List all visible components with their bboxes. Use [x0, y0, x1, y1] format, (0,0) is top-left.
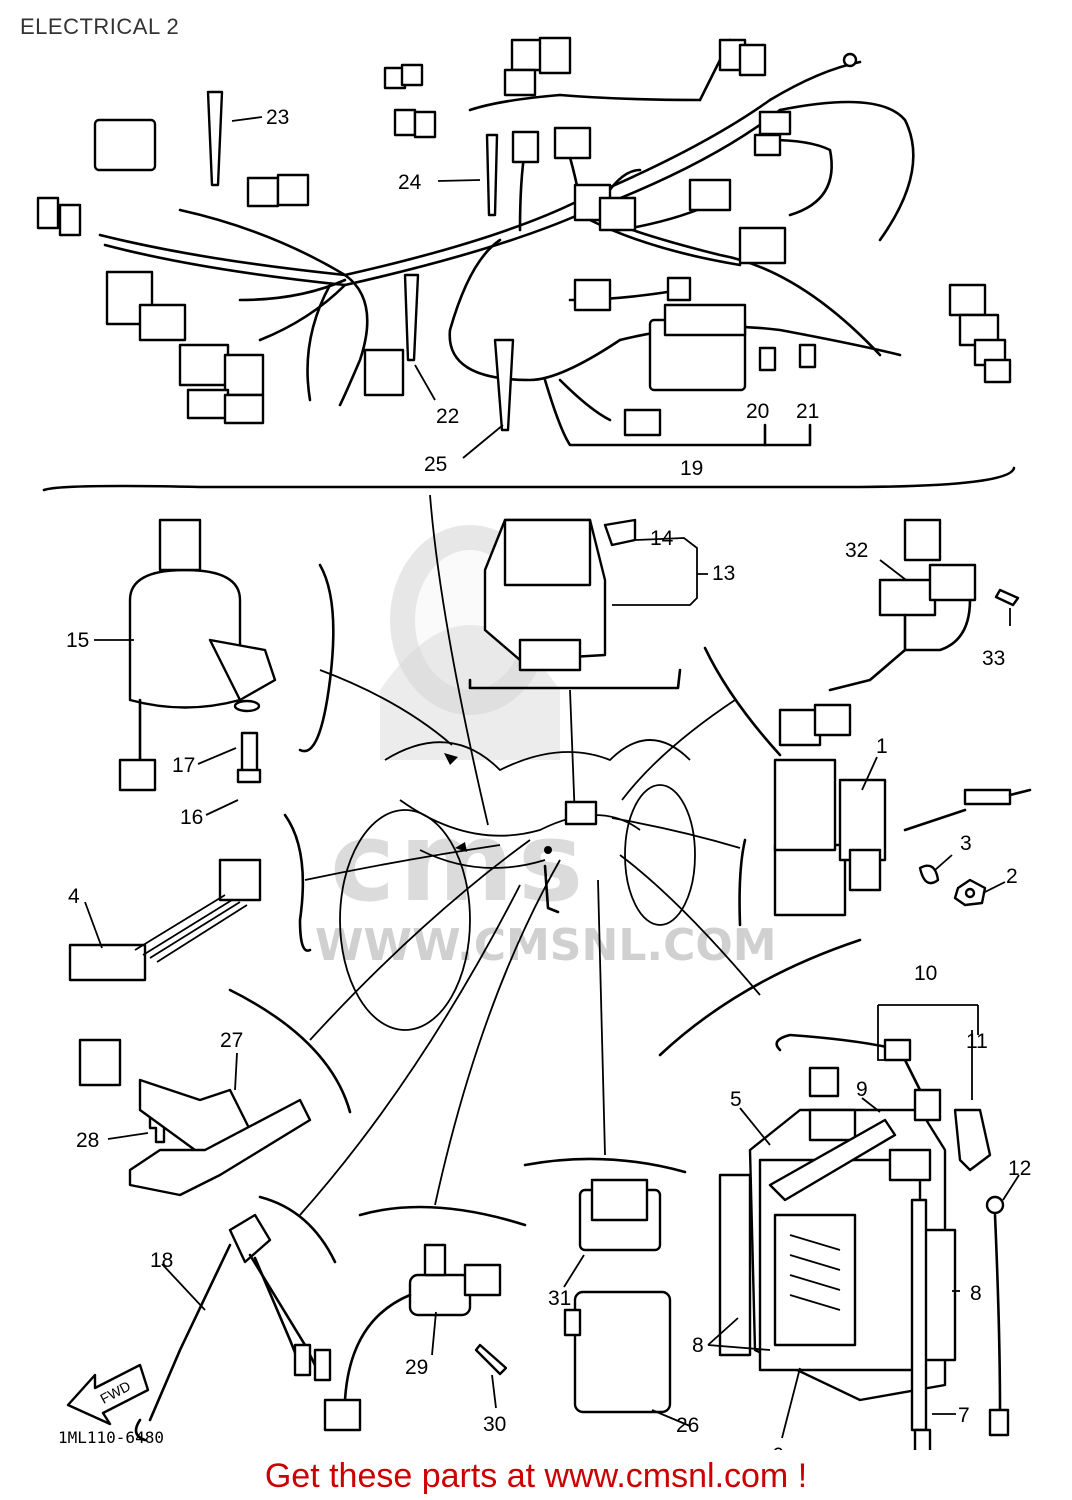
- main-switch-15: [118, 518, 277, 792]
- motorcycle-outline: [339, 739, 696, 1031]
- sensor-27: [78, 1038, 312, 1197]
- callout-4: 4: [68, 885, 80, 908]
- callout-20: 20: [746, 400, 769, 423]
- diagram-title: ELECTRICAL 2: [20, 14, 180, 39]
- callout-5: 5: [730, 1088, 742, 1111]
- callout-2: 2: [1006, 865, 1018, 888]
- switch-29: [323, 1243, 502, 1432]
- callout-23: 23: [266, 106, 289, 129]
- callout-1: 1: [876, 735, 888, 758]
- section-dividers: [42, 466, 1016, 1264]
- drawing-code: 1ML110-6480: [58, 1428, 164, 1447]
- callout-11: 11: [966, 1030, 988, 1053]
- starter-relay-1: [773, 758, 1032, 917]
- callout-3: 3: [960, 832, 972, 855]
- callout-24: 24: [398, 171, 422, 194]
- relay-32: [778, 518, 977, 747]
- switch-18: [134, 1213, 332, 1442]
- callout-17: 17: [172, 754, 195, 777]
- parts-diagram: cms WWW.CMSNL.COM: [36, 36, 1032, 1450]
- callout-leaders: [84, 116, 1020, 1439]
- callout-15: 15: [66, 629, 89, 652]
- footer-cta-link[interactable]: Get these parts at www.cmsnl.com !: [264, 1457, 808, 1495]
- hardware-small-parts: [148, 588, 1020, 1376]
- callout-25: 25: [424, 453, 447, 476]
- callout-22: 22: [436, 405, 459, 428]
- callout-18: 18: [150, 1249, 173, 1272]
- callout-27: 27: [220, 1029, 243, 1052]
- callout-33: 33: [982, 647, 1005, 670]
- callout-9: 9: [856, 1078, 868, 1101]
- callout-8-right: 8: [970, 1282, 982, 1305]
- leader-lines: [299, 494, 761, 1216]
- callout-26: 26: [676, 1414, 699, 1437]
- callout-32: 32: [845, 539, 868, 562]
- callout-13: 13: [712, 562, 735, 585]
- callout-6: 6: [772, 1444, 784, 1450]
- connector-4: [68, 858, 262, 982]
- callout-14: 14: [650, 527, 674, 550]
- callout-8-left: 8: [692, 1334, 704, 1357]
- relay-13: [483, 518, 637, 672]
- callout-28: 28: [76, 1129, 99, 1152]
- callout-12: 12: [1008, 1157, 1031, 1180]
- fwd-arrow-icon: FWD: [66, 1363, 150, 1426]
- callout-29: 29: [405, 1356, 428, 1379]
- callout-30: 30: [483, 1413, 506, 1436]
- relay-31: [578, 1178, 662, 1252]
- callout-7: 7: [958, 1404, 970, 1427]
- callout-31: 31: [548, 1287, 571, 1310]
- wire-harness: [36, 36, 1012, 447]
- callout-21: 21: [796, 400, 819, 423]
- callout-16: 16: [180, 806, 203, 829]
- unit-26: [563, 1290, 672, 1414]
- battery-6: [718, 1033, 1010, 1450]
- callout-19: 19: [680, 457, 703, 480]
- callout-10: 10: [914, 962, 937, 985]
- callout-labels: 23 24 22 20 21 25 19 14 13 32 33 15 17 1…: [58, 106, 1031, 1450]
